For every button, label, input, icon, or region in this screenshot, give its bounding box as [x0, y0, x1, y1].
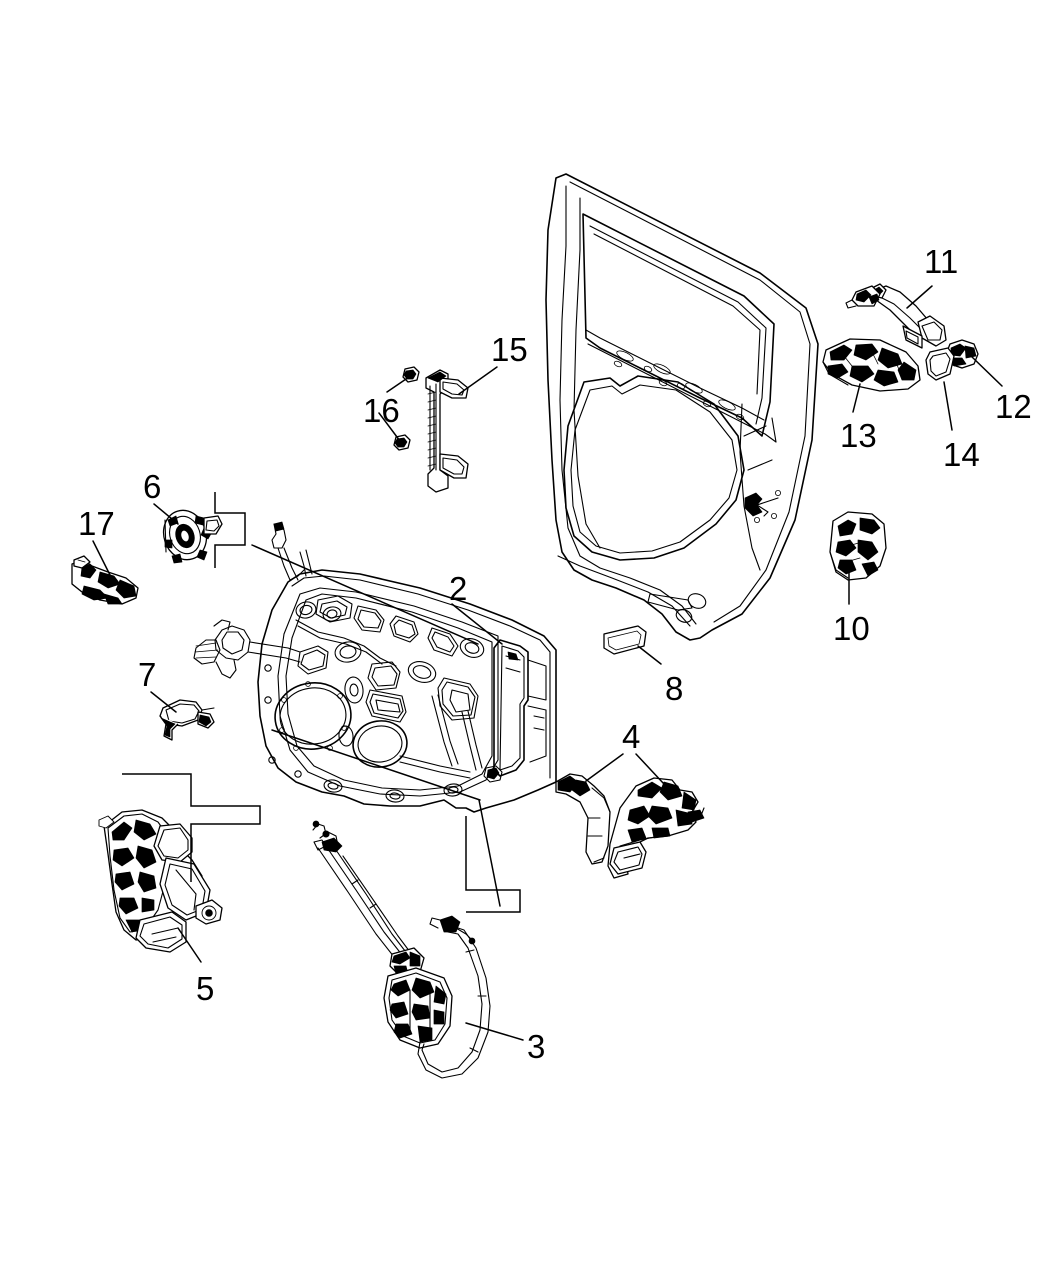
part-3-release-cable-assembly: [312, 820, 491, 1079]
callout-12[interactable]: 12: [995, 388, 1032, 425]
door-shell-artwork: [545, 173, 819, 641]
callout-10[interactable]: 10: [833, 610, 870, 647]
part-17-interior-release-handle: [71, 555, 139, 605]
callout-13[interactable]: 13: [840, 417, 877, 454]
part-15-window-run-guide: [425, 369, 469, 493]
callout-leader-lines: [92, 285, 1003, 1041]
callout-11[interactable]: 11: [924, 243, 959, 280]
part-8-access-hole-plug: [603, 625, 647, 655]
part-2-door-module-panel: [193, 521, 557, 813]
callout-16[interactable]: 16: [363, 392, 400, 429]
part-13-handle-base-bracket: [822, 338, 921, 392]
part-5-regulator-motor: [98, 809, 223, 953]
callout-3[interactable]: 3: [527, 1028, 546, 1065]
callout-6[interactable]: 6: [143, 468, 162, 505]
assembly-leader-lines: [251, 544, 501, 907]
callout-4[interactable]: 4: [622, 718, 641, 755]
part-10-door-latch: [829, 511, 887, 581]
callout-8[interactable]: 8: [665, 670, 684, 707]
callout-17[interactable]: 17: [78, 505, 115, 542]
callout-14[interactable]: 14: [943, 436, 980, 473]
part-14-handle-bezel-gasket: [925, 347, 955, 381]
callout-7[interactable]: 7: [138, 656, 157, 693]
callout-5[interactable]: 5: [196, 970, 215, 1007]
part-11-exterior-handle: [845, 283, 947, 349]
part-12-lock-cylinder-cover: [945, 339, 979, 369]
callout-2[interactable]: 2: [449, 570, 468, 607]
part-7-run-guide-clip: [159, 699, 215, 741]
part-6-drive-pulley-grommet: [162, 509, 223, 564]
part-16-screw-fasteners: [393, 366, 420, 451]
grouping-brackets: [122, 492, 521, 913]
callout-15[interactable]: 15: [491, 331, 528, 368]
part-4-hinge-and-check-strap: [555, 773, 705, 879]
